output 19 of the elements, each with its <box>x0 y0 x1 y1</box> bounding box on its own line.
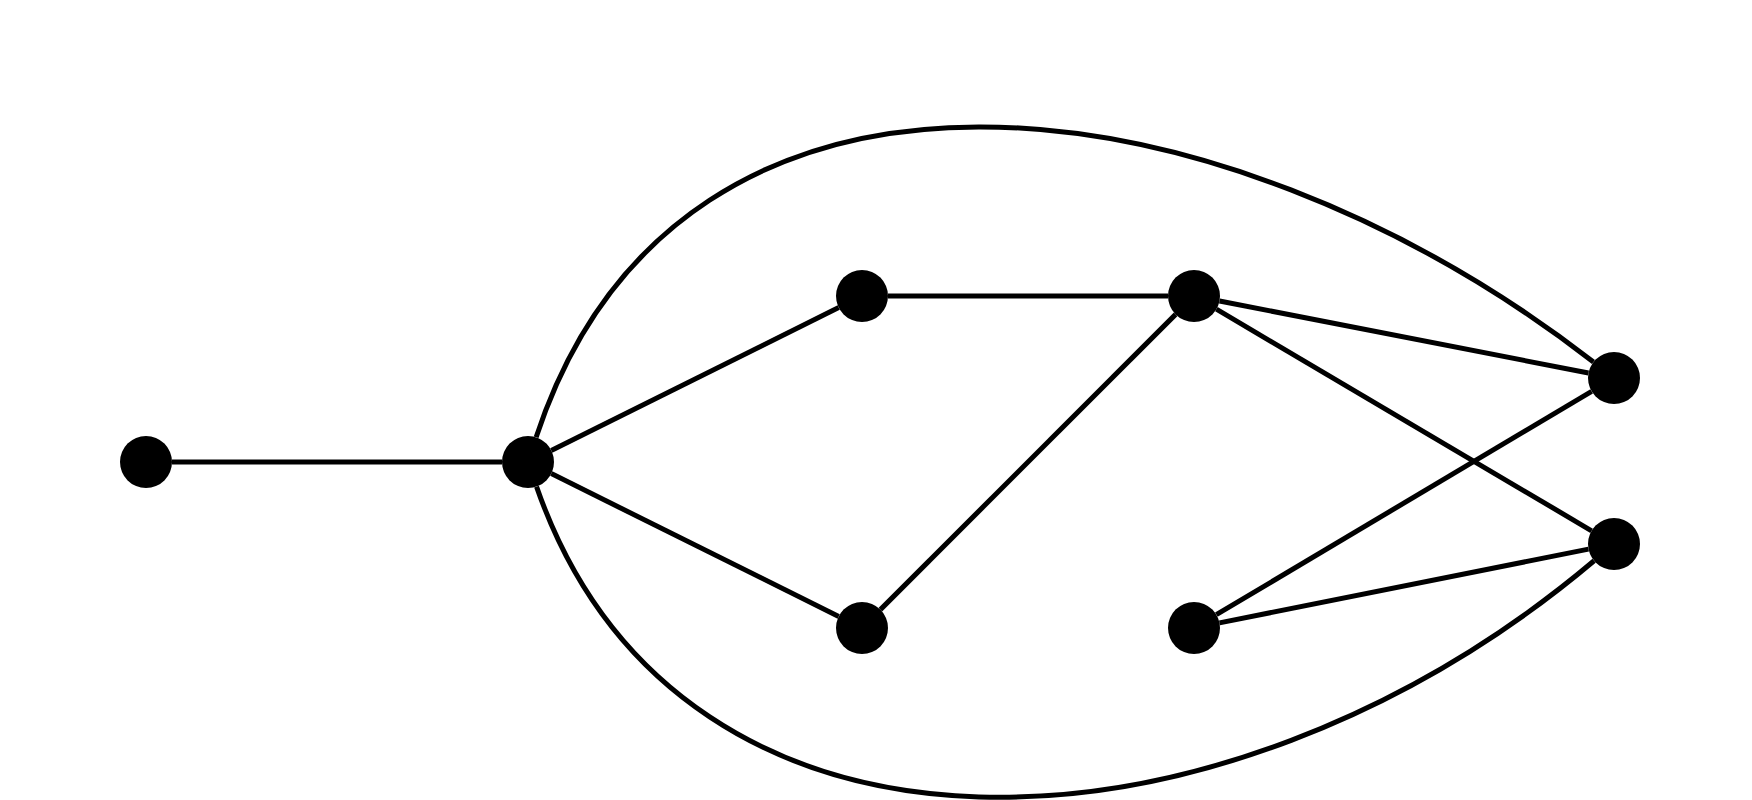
connector-line <box>888 293 1168 299</box>
connector-line <box>1215 389 1593 617</box>
connector-line <box>1219 298 1589 376</box>
graph-vertex <box>1168 270 1220 322</box>
connector-line <box>550 305 840 453</box>
graph-vertex <box>1588 352 1640 404</box>
graph-vertex <box>1168 602 1220 654</box>
graph-vertex <box>502 436 554 488</box>
connector-line <box>533 124 1595 439</box>
connector-line <box>1219 546 1589 626</box>
graph-vertex <box>836 270 888 322</box>
connector-line <box>878 312 1178 612</box>
connector-line <box>172 459 502 465</box>
connector-line <box>534 485 1596 800</box>
graph-vertex <box>1588 518 1640 570</box>
graph-vertex <box>120 436 172 488</box>
graph-vertex <box>836 602 888 654</box>
connector-line <box>550 471 840 619</box>
connector-line <box>1215 307 1593 533</box>
